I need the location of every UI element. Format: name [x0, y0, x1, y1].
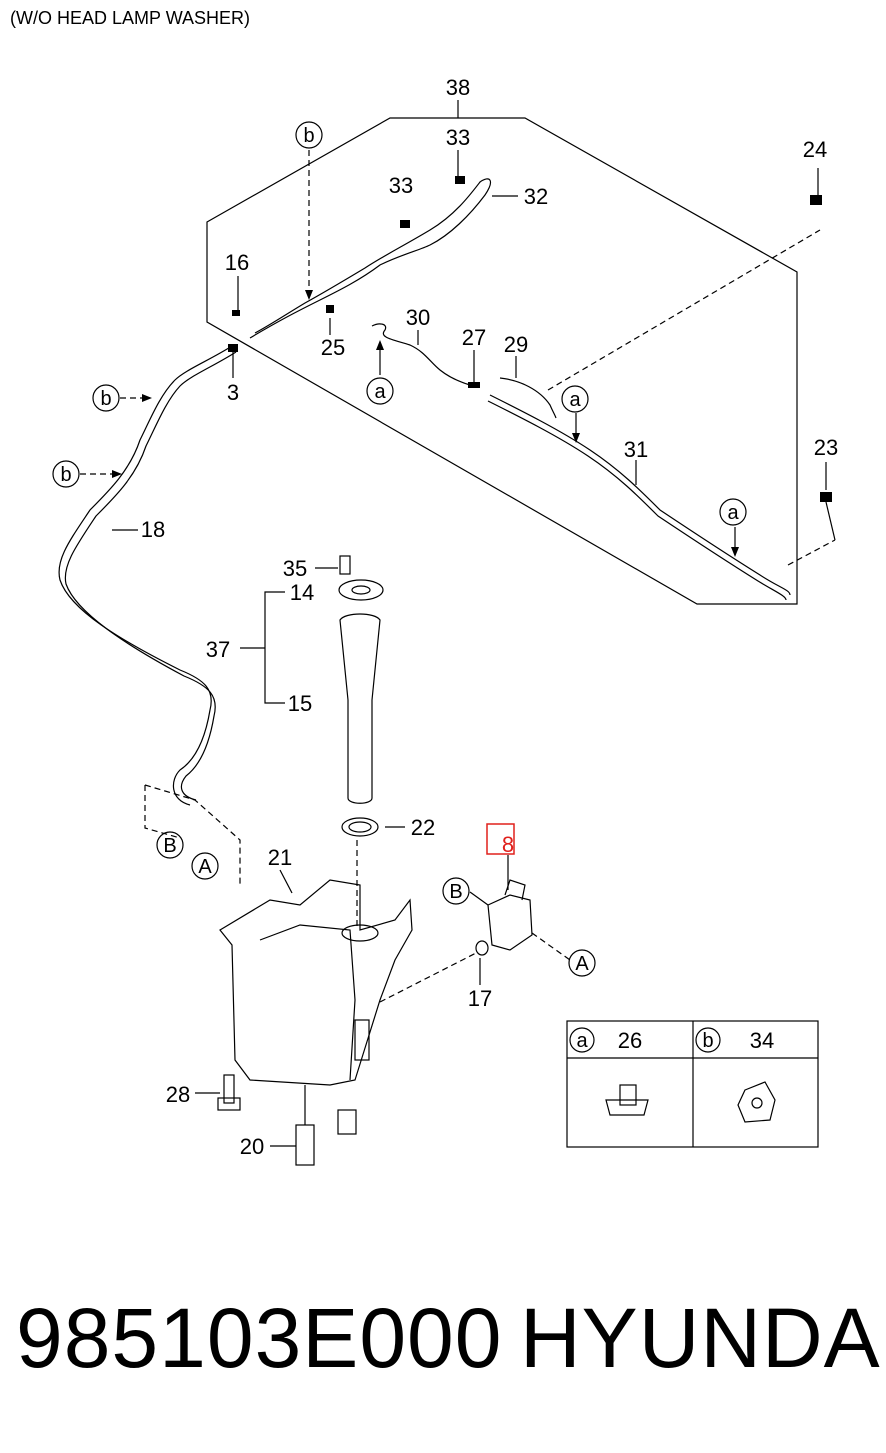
- label-22: 22: [411, 815, 435, 840]
- label-23: 23: [814, 435, 838, 460]
- gasket-22: [341, 817, 379, 837]
- label-27: 27: [462, 325, 486, 350]
- hose-assembly-outline: [206, 117, 798, 605]
- bolt-28: [223, 1074, 235, 1104]
- reservoir-21: [219, 879, 413, 1086]
- marker-a-3: a: [727, 502, 739, 524]
- part-number: 985103E000: [16, 1291, 503, 1385]
- highlight-box-8: [486, 823, 515, 855]
- label-28: 28: [166, 1082, 190, 1107]
- diagram-caption: (W/O HEAD LAMP WASHER): [10, 8, 251, 28]
- legend-marker-a: a: [576, 1030, 588, 1052]
- label-37: 37: [206, 637, 230, 662]
- label-33-top: 33: [446, 125, 470, 150]
- marker-B-1: B: [163, 835, 176, 857]
- marker-a-2: a: [569, 389, 581, 411]
- leader-17: [379, 951, 479, 1003]
- marker-A-2: A: [575, 953, 589, 975]
- label-33-mid: 33: [389, 173, 413, 198]
- cap-14: [338, 579, 384, 601]
- marker-b-top: b: [303, 125, 314, 147]
- hose-upper: [249, 178, 492, 339]
- sensor-20: [295, 1124, 315, 1166]
- label-21: 21: [268, 845, 292, 870]
- grommet-17: [475, 940, 489, 956]
- label-30: 30: [406, 305, 430, 330]
- pump-8: [487, 894, 533, 951]
- label-15: 15: [288, 691, 312, 716]
- marker-b-left1: b: [100, 388, 111, 410]
- hose-30: [371, 323, 471, 386]
- leader-24: [547, 229, 821, 391]
- clip-34-icon: [737, 1081, 776, 1123]
- hose-31: [489, 394, 791, 596]
- marker-B-2: B: [449, 881, 462, 903]
- label-18: 18: [141, 517, 165, 542]
- legend-part-34: 34: [750, 1028, 774, 1053]
- label-32: 32: [524, 184, 548, 209]
- legend-marker-b: b: [702, 1030, 713, 1052]
- label-35: 35: [283, 556, 307, 581]
- brand-name: HYUNDAI: [520, 1291, 886, 1385]
- label-25: 25: [321, 335, 345, 360]
- legend-part-26: 26: [618, 1028, 642, 1053]
- marker-b-left2: b: [60, 464, 71, 486]
- hose-29: [499, 377, 557, 419]
- label-20: 20: [240, 1134, 264, 1159]
- label-8: 8: [502, 832, 514, 857]
- label-14: 14: [290, 580, 314, 605]
- marker-A-1: A: [198, 856, 212, 878]
- label-31: 31: [624, 437, 648, 462]
- label-29: 29: [504, 332, 528, 357]
- label-38: 38: [446, 75, 470, 100]
- label-24: 24: [803, 137, 827, 162]
- hose-18: [58, 345, 233, 806]
- clip-26-icon: [605, 1084, 649, 1116]
- marker-a-1: a: [374, 381, 386, 403]
- label-17: 17: [468, 986, 492, 1011]
- label-3: 3: [227, 380, 239, 405]
- filler-neck-15: [339, 613, 381, 804]
- label-16: 16: [225, 250, 249, 275]
